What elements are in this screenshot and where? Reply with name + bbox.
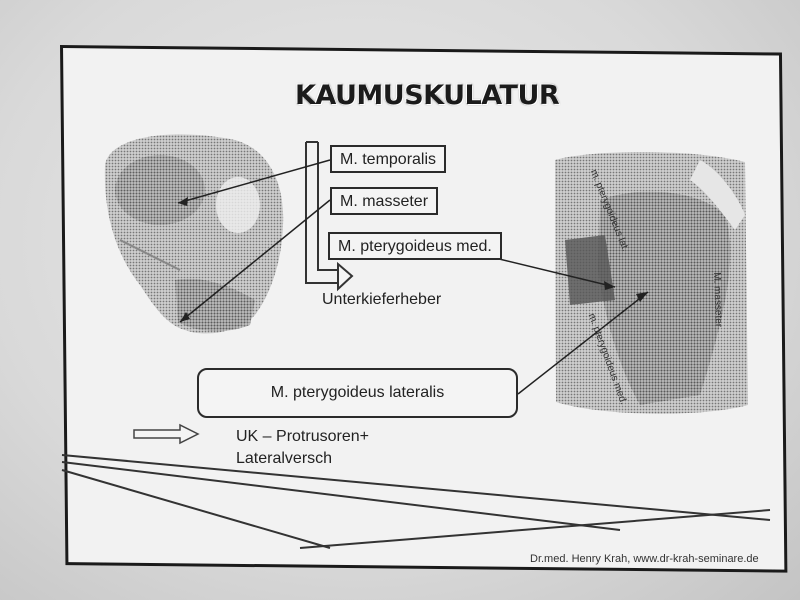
label-pterygoideus-med: M. pterygoideus med. xyxy=(328,232,502,260)
label-temporalis: M. temporalis xyxy=(330,145,447,173)
label-masseter: M. masseter xyxy=(330,187,439,215)
label-uk-protrusoren-line2: Lateralversch xyxy=(236,450,333,467)
label-pterygoideus-lateralis-text: M. pterygoideus lateralis xyxy=(270,384,445,401)
label-unterkieferheber: Unterkieferheber xyxy=(322,291,442,308)
slide-title: KAUMUSKULATUR xyxy=(295,80,560,111)
footer-credit: Dr.med. Henry Krah, www.dr-krah-seminare… xyxy=(530,553,759,565)
label-pterygoideus-lateralis: M. pterygoideus lateralis xyxy=(197,368,518,418)
image-label-masseter: M. masseter xyxy=(711,272,724,328)
label-uk-protrusoren-line1: UK – Protrusoren+ xyxy=(236,428,369,445)
